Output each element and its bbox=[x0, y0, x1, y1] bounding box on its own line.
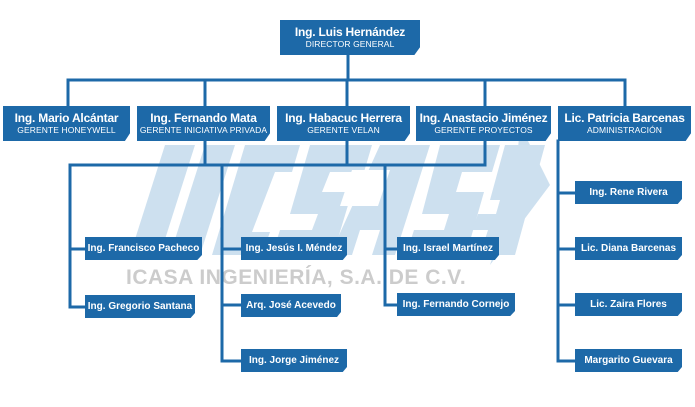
manager-box-administracion: Lic. Patricia Barcenas ADMINISTRACIÓN bbox=[558, 106, 691, 141]
manager-role: GERENTE HONEYWELL bbox=[17, 125, 116, 135]
staff-name: Ing. Gregorio Santana bbox=[87, 301, 193, 312]
director-role: DIRECTOR GENERAL bbox=[305, 39, 395, 49]
company-name-watermark: ICASA INGENIERÍA, S.A. DE C.V. bbox=[126, 266, 467, 289]
staff-box: Lic. Diana Barcenas bbox=[575, 237, 682, 260]
staff-box: Ing. Israel Martínez bbox=[397, 237, 499, 260]
staff-name: Margarito Guevara bbox=[584, 355, 673, 366]
staff-box: Ing. Gregorio Santana bbox=[85, 295, 195, 318]
staff-name: Lic. Zaira Flores bbox=[590, 299, 667, 310]
staff-box: Lic. Zaira Flores bbox=[575, 293, 682, 316]
staff-name: Ing. Fernando Cornejo bbox=[402, 299, 510, 310]
manager-name: Lic. Patricia Barcenas bbox=[564, 111, 685, 125]
manager-role: GERENTE PROYECTOS bbox=[434, 125, 533, 135]
staff-box: Ing. Francisco Pacheco bbox=[85, 237, 202, 260]
staff-box: Arq. José Acevedo bbox=[241, 294, 341, 317]
staff-box: Ing. Jorge Jiménez bbox=[241, 349, 347, 372]
staff-name: Ing. Israel Martínez bbox=[402, 243, 494, 254]
director-name: Ing. Luis Hernández bbox=[294, 25, 406, 39]
director-box: Ing. Luis Hernández DIRECTOR GENERAL bbox=[280, 20, 420, 55]
manager-role: ADMINISTRACIÓN bbox=[586, 125, 663, 135]
manager-role: GERENTE INICIATIVA PRIVADA bbox=[139, 125, 268, 135]
manager-role: GERENTE VELAN bbox=[307, 125, 380, 135]
staff-name: Arq. José Acevedo bbox=[246, 300, 336, 311]
staff-name: Lic. Diana Barcenas bbox=[580, 243, 677, 254]
staff-box: Ing. Jesús I. Méndez bbox=[241, 237, 347, 260]
staff-name: Ing. Jorge Jiménez bbox=[248, 355, 340, 366]
manager-name: Ing. Fernando Mata bbox=[150, 111, 257, 125]
manager-box-proyectos: Ing. Anastacio Jiménez GERENTE PROYECTOS bbox=[416, 106, 551, 141]
staff-box: Margarito Guevara bbox=[575, 349, 682, 372]
manager-name: Ing. Anastacio Jiménez bbox=[419, 111, 548, 125]
manager-name: Ing. Habacuc Herrera bbox=[285, 111, 402, 125]
staff-name: Ing. Rene Rivera bbox=[589, 187, 668, 198]
staff-box: Ing. Rene Rivera bbox=[575, 181, 682, 204]
manager-box-honeywell: Ing. Mario Alcántar GERENTE HONEYWELL bbox=[3, 106, 130, 141]
staff-name: Ing. Francisco Pacheco bbox=[87, 243, 200, 254]
staff-box: Ing. Fernando Cornejo bbox=[397, 293, 515, 316]
staff-name: Ing. Jesús I. Méndez bbox=[245, 243, 343, 254]
manager-box-iniciativa-privada: Ing. Fernando Mata GERENTE INICIATIVA PR… bbox=[137, 106, 270, 141]
manager-box-velan: Ing. Habacuc Herrera GERENTE VELAN bbox=[277, 106, 410, 141]
manager-name: Ing. Mario Alcántar bbox=[14, 111, 119, 125]
